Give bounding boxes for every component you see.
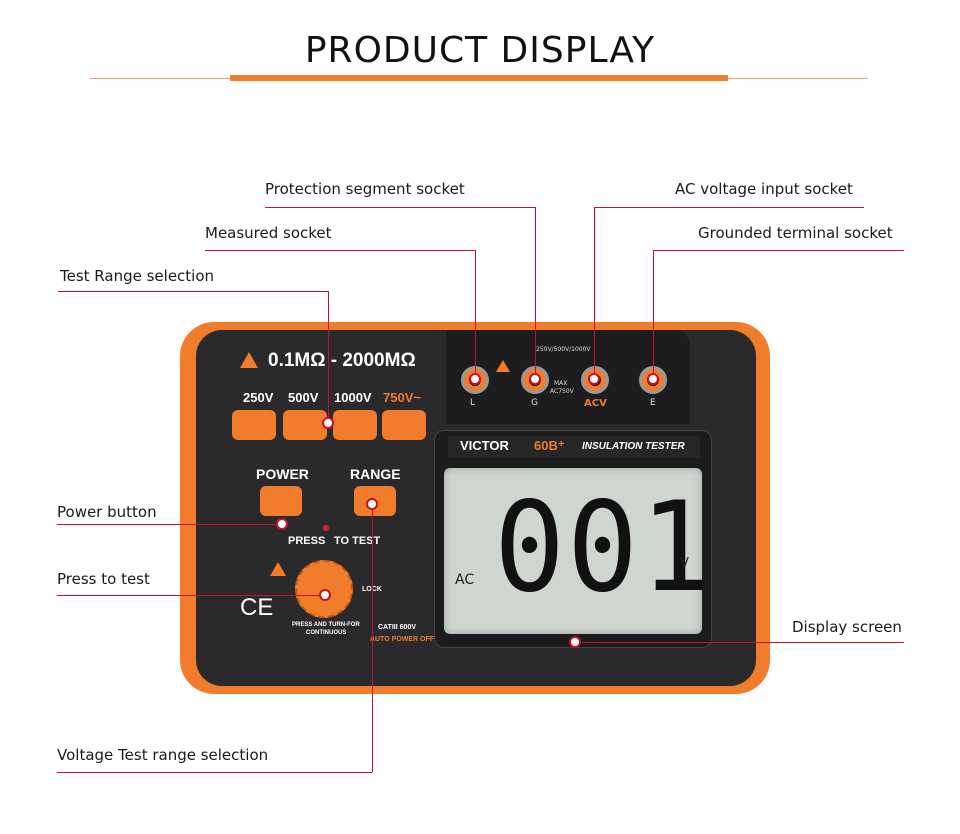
callout-display-label: Display screen xyxy=(792,618,902,636)
callout-voltage-range-label: Voltage Test range selection xyxy=(57,746,269,764)
callout-measured-line xyxy=(205,250,475,251)
callout-power-label: Power button xyxy=(57,503,157,521)
callout-voltage-range-line xyxy=(57,772,372,773)
turn-label-1: PRESS AND TURN-FOR xyxy=(292,622,360,628)
callout-test-range-label: Test Range selection xyxy=(60,267,215,285)
callout-power-line xyxy=(57,524,277,525)
brand-logo: VICTOR xyxy=(460,438,509,453)
callout-measured-label: Measured socket xyxy=(205,224,332,242)
model-label: 60B⁺ xyxy=(534,438,565,453)
callout-protection-dot xyxy=(529,373,541,385)
lock-label: LOCK xyxy=(362,586,382,593)
brand-bar xyxy=(448,436,700,458)
callout-voltage-range-drop xyxy=(372,510,373,772)
callout-measured-drop xyxy=(475,250,476,379)
warning-icon-socket xyxy=(496,360,510,372)
callout-ac-input-dot xyxy=(588,373,600,385)
product-label: INSULATION TESTER xyxy=(582,441,685,452)
voltage-button-250[interactable] xyxy=(232,410,276,440)
callout-protection-line xyxy=(265,207,535,208)
cat-label: CATIII 600V xyxy=(378,624,416,631)
voltage-button-1000[interactable] xyxy=(333,410,377,440)
callout-display-dot xyxy=(569,636,581,648)
callout-press-test-line xyxy=(57,595,319,596)
lcd-mode: AC xyxy=(455,572,475,588)
socket-max-label: MAX xyxy=(554,380,568,387)
callout-ac-input-label: AC voltage input socket xyxy=(675,180,853,198)
turn-label-2: CONTINUOUS xyxy=(306,630,347,636)
voltage-label-750ac: 750V~ xyxy=(383,390,421,405)
callout-grounded-dot xyxy=(647,373,659,385)
socket-ac-label: AC750V xyxy=(550,388,574,395)
callout-grounded-label: Grounded terminal socket xyxy=(698,224,893,242)
socket-label-e: E xyxy=(650,398,656,408)
title-accent-bar xyxy=(230,75,728,81)
warning-icon-test xyxy=(270,562,286,576)
callout-ac-input-line xyxy=(594,207,864,208)
to-test-label: TO TEST xyxy=(334,535,381,547)
auto-off-label: AUTO POWER OFF xyxy=(370,636,435,643)
callout-grounded-drop xyxy=(653,250,654,379)
lcd-unit: V xyxy=(680,556,689,571)
power-button[interactable] xyxy=(260,486,302,516)
callout-voltage-range-dot xyxy=(366,498,378,510)
warning-icon xyxy=(240,352,258,368)
callout-test-range-dot xyxy=(322,417,334,429)
callout-press-test-label: Press to test xyxy=(57,570,150,588)
callout-grounded-line xyxy=(653,250,904,251)
socket-label-l: L xyxy=(470,398,476,408)
lcd-display xyxy=(444,468,702,634)
power-label: POWER xyxy=(256,466,309,482)
callout-press-test-dot xyxy=(319,589,331,601)
socket-label-g: G xyxy=(531,398,538,408)
callout-test-range-line xyxy=(58,291,328,292)
range-label: RANGE xyxy=(350,466,401,482)
voltage-button-500[interactable] xyxy=(283,410,327,440)
voltage-label-1000: 1000V xyxy=(334,390,372,405)
socket-rating-label: 250V/500V/1000V xyxy=(536,346,591,353)
voltage-label-250: 250V xyxy=(243,390,274,405)
callout-protection-label: Protection segment socket xyxy=(265,180,465,198)
ce-mark: CE xyxy=(240,594,274,621)
lcd-value: 001 xyxy=(494,474,714,620)
range-text: 0.1MΩ - 2000MΩ xyxy=(268,350,416,371)
socket-label-acv: ACV xyxy=(584,398,607,409)
callout-ac-input-drop xyxy=(594,207,595,379)
callout-measured-dot xyxy=(469,373,481,385)
press-label: PRESS xyxy=(288,535,326,547)
callout-display-line xyxy=(582,642,904,643)
callout-power-dot xyxy=(276,518,288,530)
callout-protection-drop xyxy=(535,207,536,379)
voltage-button-750ac[interactable] xyxy=(382,410,426,440)
page-title: PRODUCT DISPLAY xyxy=(304,30,656,71)
voltage-label-500: 500V xyxy=(288,390,319,405)
callout-test-range-drop xyxy=(328,291,329,417)
test-indicator-led xyxy=(323,525,329,531)
